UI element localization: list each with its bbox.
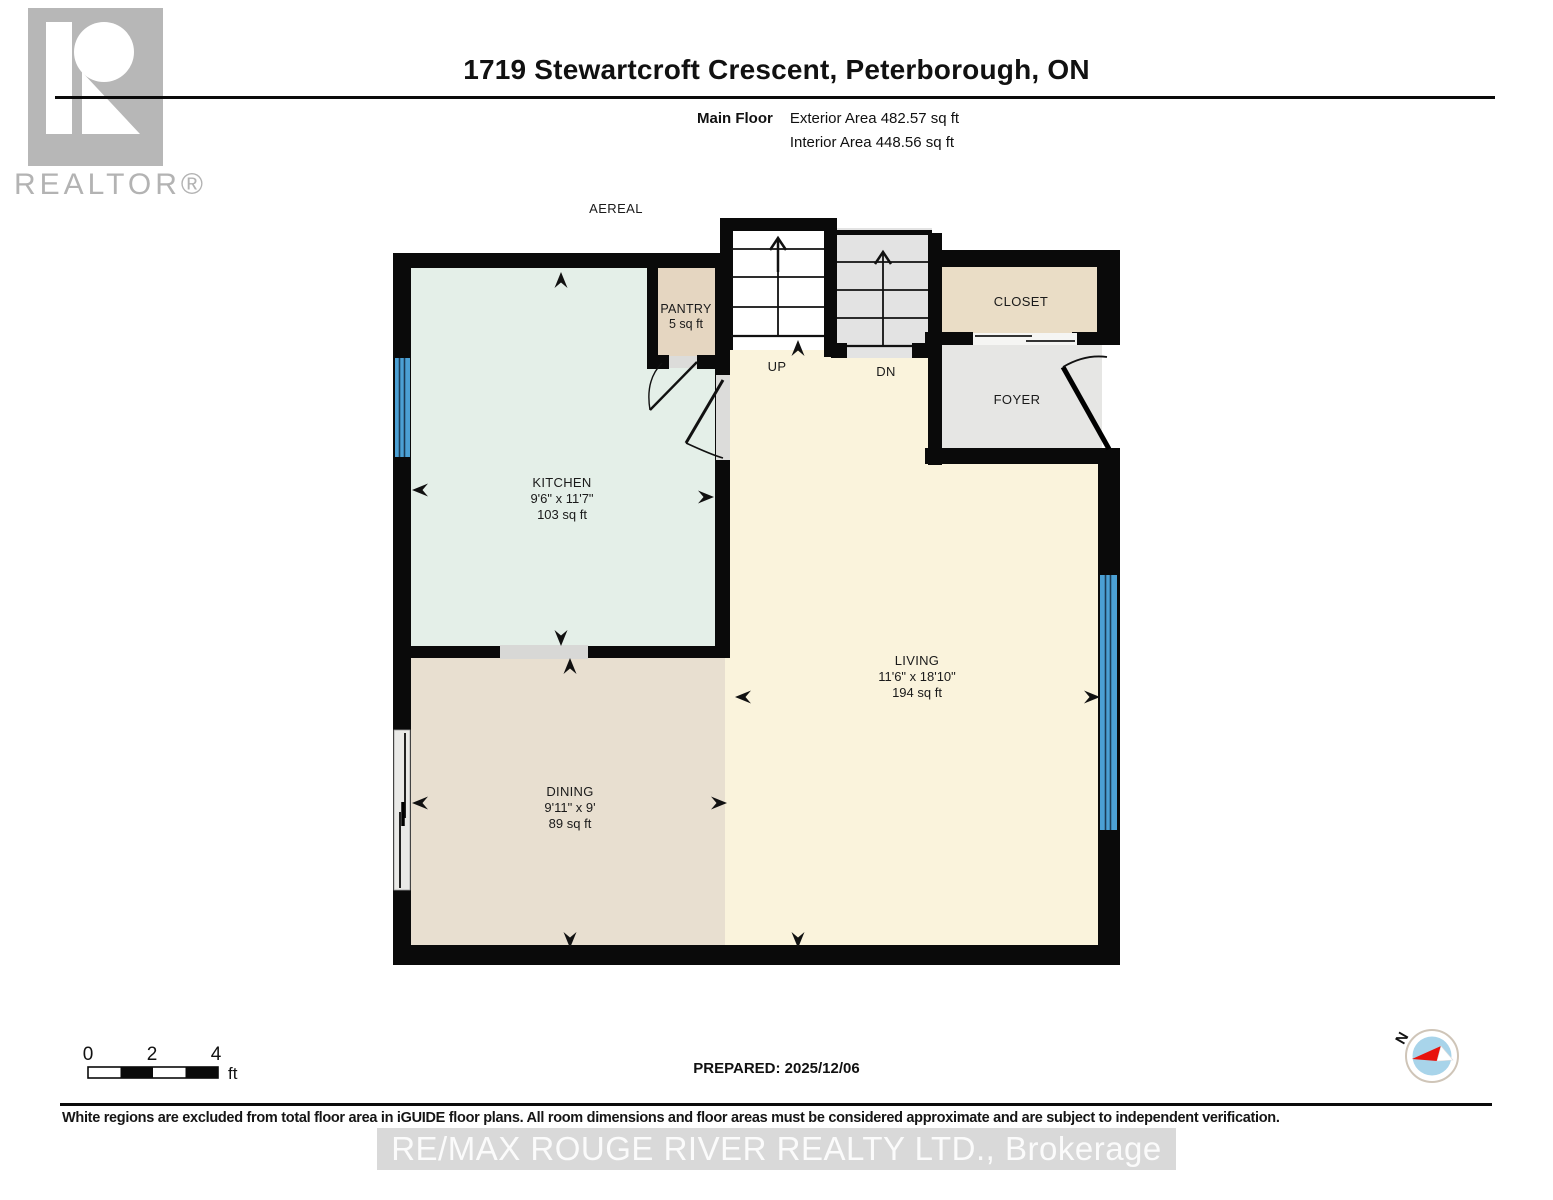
entry-door (1060, 355, 1112, 451)
living-window (1100, 575, 1117, 830)
stairs-up-label: UP (767, 359, 787, 374)
stairs-dn-arrow-icon (873, 249, 893, 265)
living-room (725, 350, 1104, 950)
stairs-dn-treads (837, 249, 928, 348)
disclaimer-text: White regions are excluded from total fl… (62, 1110, 1280, 1126)
dining-label: DINING 9'11" x 9' 89 sq ft (544, 784, 596, 831)
svg-text:2: 2 (147, 1044, 158, 1065)
measure-arrow (711, 796, 727, 810)
closet-label: CLOSET (993, 294, 1049, 309)
kitchen-label: KITCHEN 9'6" x 11'7" 103 sq ft (530, 475, 594, 522)
closet-sliding-door (973, 333, 1077, 345)
measure-arrows (412, 272, 1100, 948)
measure-arrow (1084, 690, 1100, 704)
floor-info: Main Floor Exterior Area 482.57 sq ft In… (697, 110, 959, 151)
realtor-wordmark: REALTOR® (14, 168, 208, 201)
exterior-area: Exterior Area 482.57 sq ft (789, 110, 960, 127)
measure-arrow (735, 690, 751, 704)
measure-arrow (791, 932, 805, 948)
pantry-door (648, 356, 698, 411)
kitchen-dining-opening (500, 645, 588, 659)
brokerage-watermark: RE/MAX ROUGE RIVER REALTY LTD., Brokerag… (377, 1128, 1176, 1170)
closet-room (932, 258, 1104, 338)
measure-arrow (698, 490, 714, 504)
interior-area: Interior Area 448.56 sq ft (789, 134, 955, 151)
kitchen-door (684, 375, 730, 460)
measure-arrow (563, 658, 577, 674)
prepared-date: PREPARED: 2025/12/06 (693, 1060, 860, 1077)
pantry-room (650, 262, 720, 362)
dining-room (400, 650, 730, 950)
watermark-row: RE/MAX ROUGE RIVER REALTY LTD., Brokerag… (0, 1128, 1553, 1170)
foyer-label: FOYER (993, 392, 1041, 407)
measure-arrow (412, 796, 428, 810)
measure-arrow (554, 272, 568, 288)
stairs-dn-area (831, 228, 932, 358)
measure-arrow (412, 483, 428, 497)
svg-text:ft: ft (228, 1064, 238, 1083)
pantry-label: PANTRY 5 sq ft (660, 302, 712, 331)
kitchen-window (395, 358, 410, 457)
footer-divider (60, 1103, 1492, 1106)
svg-text:4: 4 (211, 1044, 222, 1065)
title-divider (55, 96, 1495, 99)
compass-icon: N (1395, 1029, 1459, 1083)
aereal-label: AEREAL (589, 201, 643, 216)
foyer-room (932, 340, 1102, 454)
stairs-dn-label: DN (876, 364, 896, 379)
measure-arrow (791, 340, 805, 356)
svg-text:0: 0 (83, 1044, 94, 1065)
scale-bar: 0 2 4 ft (83, 1044, 238, 1083)
page-title: 1719 Stewartcroft Crescent, Peterborough… (463, 54, 1090, 85)
patio-sliding-door (393, 729, 411, 891)
stairs-up-treads (731, 235, 824, 338)
floor-label: Main Floor (697, 110, 773, 127)
realtor-logo (28, 8, 163, 166)
measure-arrow (554, 630, 568, 646)
measure-arrow (563, 932, 577, 948)
living-label: LIVING 11'6" x 18'10" 194 sq ft (878, 653, 956, 700)
